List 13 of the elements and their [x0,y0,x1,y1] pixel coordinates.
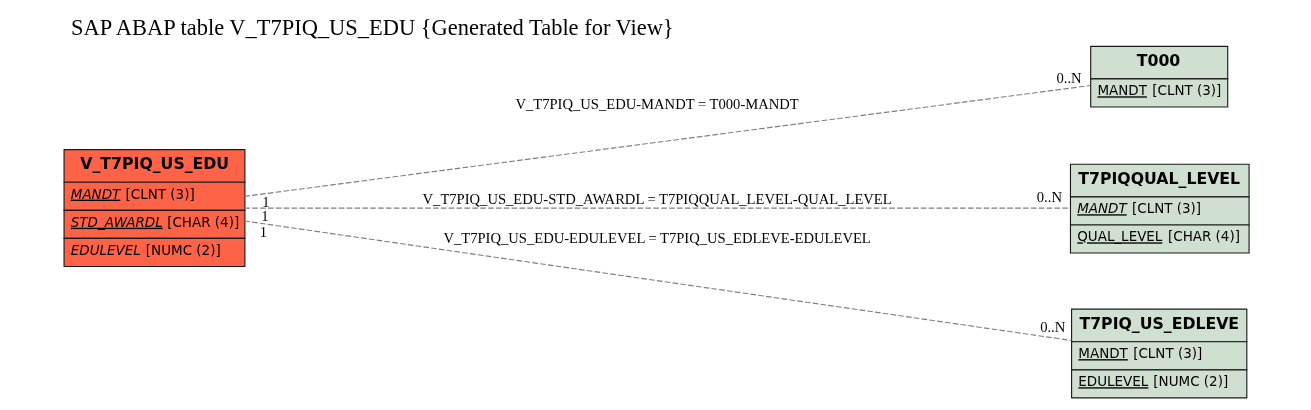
diagram-title: SAP ABAP table V_T7PIQ_US_EDU {Generated Table for View} [70,15,674,41]
label: 0..N [1055,69,1082,86]
edge-label: V_T7PIQ_US_EDU-EDULEVEL = T7PIQ_US_EDLEVE-EDULEVEL [442,230,871,247]
edge-label: V_T7PIQ_US_EDU-STD_AWARDL = T7PIQQUAL_LEVEL-QUAL_LEVEL [422,191,892,208]
label: 1 [259,224,267,241]
edge-label: V_T7PIQ_US_EDU-MANDT = T000-MANDT [514,95,799,112]
label: 0..N [1039,318,1065,335]
connector [243,207,1070,209]
connector [243,84,1091,197]
label: 1 [260,208,268,225]
label: 0..N [1036,189,1062,206]
label: 1 [261,193,270,210]
connector [243,220,1072,342]
